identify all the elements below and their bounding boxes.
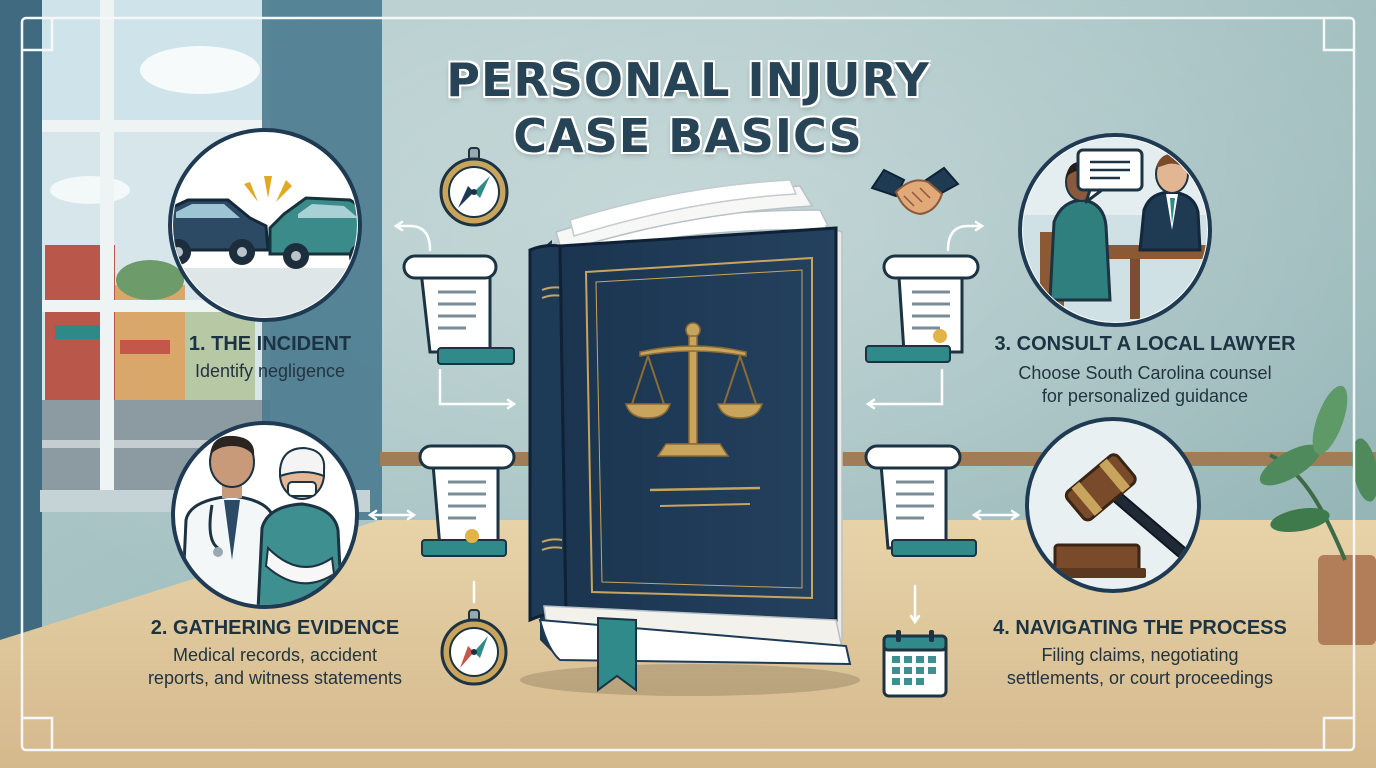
car-icon	[173, 198, 270, 265]
step-4-label: 4. NAVIGATING THE PROCESS Filing claims,…	[950, 616, 1330, 690]
law-book	[520, 179, 860, 696]
scroll-icon	[402, 254, 515, 365]
step-1-body-line-1: Identify negligence	[194, 361, 346, 381]
step-1-heading: 1. THE INCIDENT	[188, 333, 352, 355]
connector-arrows	[367, 220, 1021, 625]
scroll-icon	[864, 444, 977, 557]
step-3-body-line-2: for personalized guidance	[1041, 386, 1249, 406]
evidence-illustration	[171, 421, 359, 609]
page-title: PERSONAL INJURY CASE BASICS	[388, 52, 988, 164]
gavel-icon	[1048, 453, 1194, 578]
doctor-figure	[180, 435, 278, 605]
scroll-icon	[418, 444, 516, 557]
seal-icon	[465, 529, 479, 543]
consultation-illustration	[1018, 133, 1212, 327]
step-3-body-line-1: Choose South Carolina counsel	[1018, 363, 1272, 383]
bookmark-ribbon	[597, 616, 637, 692]
handshake-icon	[870, 166, 960, 216]
step-4-heading: 4. NAVIGATING THE PROCESS	[993, 617, 1287, 639]
compass-icon	[439, 147, 509, 227]
step-2-heading: 2. GATHERING EVIDENCE	[150, 617, 400, 639]
incident-illustration	[168, 128, 362, 322]
step-2-body-line-1: Medical records, accident	[172, 645, 378, 665]
step-1-label: 1. THE INCIDENT Identify negligence	[150, 332, 390, 383]
scales-icon	[625, 322, 763, 457]
step-4-body-line-1: Filing claims, negotiating	[1041, 645, 1239, 665]
step-2-body-line-2: reports, and witness statements	[147, 668, 403, 688]
step-3-label: 3. CONSULT A LOCAL LAWYER Choose South C…	[960, 332, 1330, 408]
title-line-2: CASE BASICS	[513, 109, 863, 163]
speech-bubble-icon	[1076, 148, 1144, 204]
decorative-frame	[20, 16, 1356, 752]
scroll-icon	[865, 254, 980, 363]
impact-burst-icon	[244, 176, 292, 202]
calendar-icon	[882, 630, 948, 698]
process-illustration	[1025, 417, 1201, 593]
step-4-body-line-2: settlements, or court proceedings	[1006, 668, 1274, 688]
patient-figure	[256, 446, 344, 605]
seal-icon	[933, 329, 947, 343]
plant-decoration	[1259, 385, 1376, 645]
compass-icon	[440, 609, 508, 686]
step-3-heading: 3. CONSULT A LOCAL LAWYER	[994, 333, 1296, 355]
title-line-1: PERSONAL INJURY	[446, 53, 930, 107]
step-2-label: 2. GATHERING EVIDENCE Medical records, a…	[100, 616, 450, 690]
